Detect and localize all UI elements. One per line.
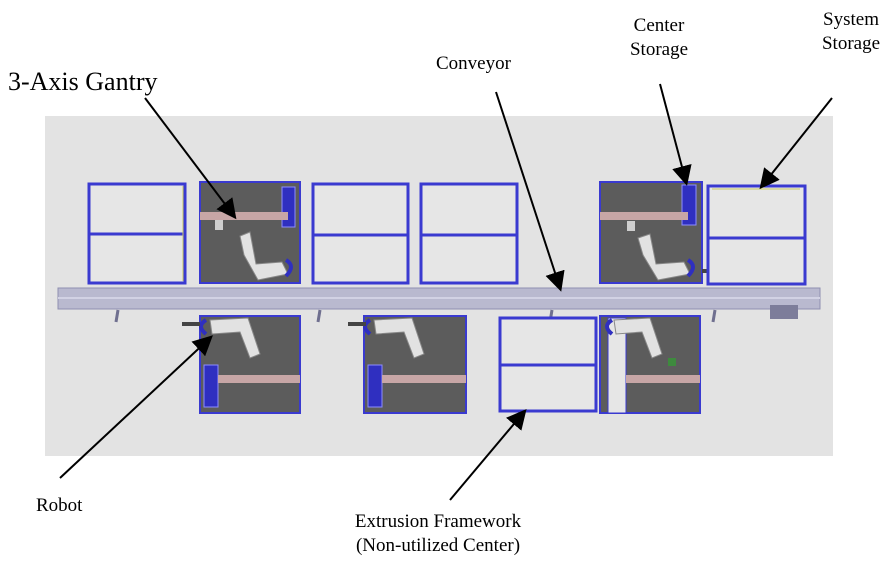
- center-storage-line-1: Center: [633, 15, 685, 36]
- robot-label: Robot: [36, 495, 83, 516]
- upper-right-cell: [599, 181, 718, 284]
- system-storage-line-2: Storage: [821, 32, 881, 54]
- system-storage-arrow: [759, 97, 833, 190]
- lower-robot-cell-3: [599, 315, 701, 414]
- upper-gantry-cell: [199, 181, 301, 284]
- upper-frame-3: [419, 182, 519, 285]
- robot-arrow: [59, 335, 213, 479]
- system-storage-line-1: System: [823, 9, 879, 30]
- conveyor-arrow: [495, 91, 565, 292]
- non-utilized-framework: [498, 316, 598, 413]
- upper-frame-2: [311, 182, 410, 285]
- framework-line-2: (Non-utilized Center): [355, 534, 521, 556]
- lower-robot-cell-2: [348, 315, 467, 414]
- center-storage-label: Center Storage: [606, 14, 712, 62]
- framework-label: Extrusion Framework (Non-utilized Center…: [318, 510, 558, 558]
- conveyor-belt: [57, 287, 821, 323]
- center-storage-arrow: [659, 83, 692, 186]
- framework-arrow: [449, 408, 527, 501]
- system-storage-frame: [706, 184, 807, 286]
- upper-frame-1: [87, 182, 187, 285]
- conveyor-label: Conveyor: [436, 53, 511, 74]
- framework-line-1: Extrusion Framework: [354, 511, 522, 532]
- lower-robot-cell-1: [182, 315, 301, 414]
- gantry-arrow: [144, 97, 237, 220]
- system-storage-label: System Storage: [808, 8, 894, 56]
- gantry-label: 3-Axis Gantry: [8, 67, 158, 96]
- center-storage-line-2: Storage: [629, 38, 689, 60]
